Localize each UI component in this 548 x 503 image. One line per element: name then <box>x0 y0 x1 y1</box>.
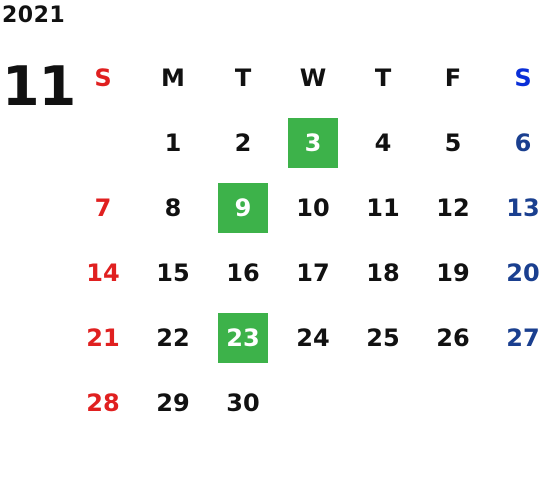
day-number: 15 <box>156 258 190 287</box>
day-number-highlighted: 9 <box>218 182 268 233</box>
day-cell: 22 <box>138 305 208 370</box>
day-number: 22 <box>156 323 190 352</box>
day-number: 26 <box>436 323 470 352</box>
day-cell: 17 <box>278 240 348 305</box>
day-number: 21 <box>86 323 120 352</box>
day-cell <box>68 110 138 175</box>
day-number <box>288 378 338 428</box>
day-number: 8 <box>164 193 182 222</box>
day-cell: 9 <box>208 175 278 240</box>
weekday-header-mon: M <box>161 63 185 92</box>
day-number: 24 <box>296 323 330 352</box>
day-number: 1 <box>164 128 182 157</box>
day-cell: 16 <box>208 240 278 305</box>
day-cell: 18 <box>348 240 418 305</box>
day-number <box>428 378 478 428</box>
day-number: 10 <box>296 193 330 222</box>
day-number: 12 <box>436 193 470 222</box>
day-number: 17 <box>296 258 330 287</box>
weekday-header-fri: F <box>444 63 462 92</box>
day-number <box>498 378 548 428</box>
day-number: 30 <box>226 388 260 417</box>
day-number-highlighted: 3 <box>288 117 338 168</box>
day-cell: 5 <box>418 110 488 175</box>
day-number: 11 <box>366 193 400 222</box>
day-cell <box>418 370 488 435</box>
day-cell: 2 <box>208 110 278 175</box>
day-cell: 20 <box>488 240 548 305</box>
day-cell: 8 <box>138 175 208 240</box>
day-cell <box>488 370 548 435</box>
calendar-grid: S M T W T F S 1 2 3 4 5 6 7 8 9 10 11 12… <box>68 45 548 435</box>
day-cell: 19 <box>418 240 488 305</box>
day-cell: 11 <box>348 175 418 240</box>
day-number: 18 <box>366 258 400 287</box>
day-cell: 24 <box>278 305 348 370</box>
day-number <box>78 118 128 168</box>
day-number: 13 <box>506 193 540 222</box>
day-number: 16 <box>226 258 260 287</box>
day-number: 28 <box>86 388 120 417</box>
day-cell: 15 <box>138 240 208 305</box>
day-cell: 29 <box>138 370 208 435</box>
day-number: 27 <box>506 323 540 352</box>
day-number <box>358 378 408 428</box>
day-cell: 25 <box>348 305 418 370</box>
weekday-header-sun: S <box>94 63 112 92</box>
day-number: 19 <box>436 258 470 287</box>
weekday-header-tue: T <box>234 63 252 92</box>
weekday-header-wed: W <box>299 63 327 92</box>
day-number: 14 <box>86 258 120 287</box>
day-cell: 1 <box>138 110 208 175</box>
day-cell: 21 <box>68 305 138 370</box>
day-number-highlighted: 23 <box>218 312 268 363</box>
month-number: 11 <box>2 55 76 118</box>
day-cell: 12 <box>418 175 488 240</box>
day-cell: 6 <box>488 110 548 175</box>
day-cell: 13 <box>488 175 548 240</box>
weekday-header-sat: S <box>514 63 532 92</box>
day-cell: 3 <box>278 110 348 175</box>
day-number: 5 <box>444 128 462 157</box>
day-cell: 28 <box>68 370 138 435</box>
day-cell: 7 <box>68 175 138 240</box>
day-cell: 27 <box>488 305 548 370</box>
day-number: 20 <box>506 258 540 287</box>
day-cell: 14 <box>68 240 138 305</box>
day-cell: 26 <box>418 305 488 370</box>
day-cell <box>348 370 418 435</box>
day-number: 4 <box>374 128 392 157</box>
day-cell: 4 <box>348 110 418 175</box>
day-cell: 23 <box>208 305 278 370</box>
day-number: 29 <box>156 388 190 417</box>
day-number: 2 <box>234 128 252 157</box>
day-cell: 30 <box>208 370 278 435</box>
day-cell <box>278 370 348 435</box>
day-cell: 10 <box>278 175 348 240</box>
day-number: 6 <box>514 128 532 157</box>
year-label: 2021 <box>2 3 66 28</box>
weekday-header-thu: T <box>374 63 392 92</box>
day-number: 7 <box>94 193 112 222</box>
day-number: 25 <box>366 323 400 352</box>
